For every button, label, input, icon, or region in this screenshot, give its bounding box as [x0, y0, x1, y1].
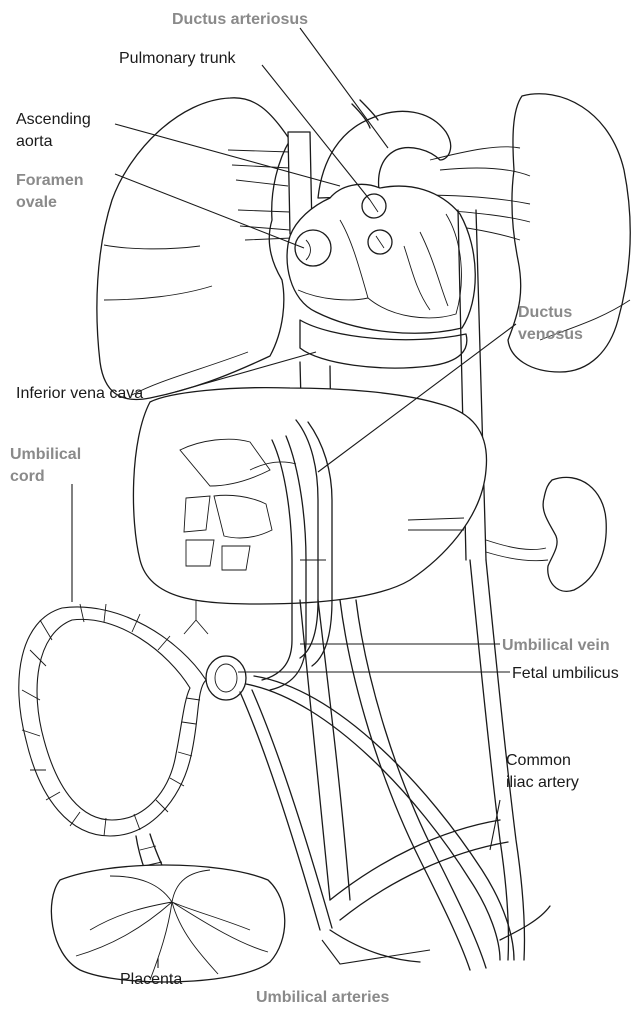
label-ductus-arteriosus: Ductus arteriosus — [172, 11, 308, 28]
label-ductus-venosus-line1: Ductus — [518, 304, 572, 321]
left-lung — [97, 98, 290, 400]
label-umbilical-cord-line2: cord — [10, 468, 45, 485]
foramen-ovale — [295, 230, 331, 266]
label-placenta: Placenta — [120, 971, 182, 988]
label-ascending-aorta-line1: Ascending — [16, 111, 91, 128]
label-fetal-umbilicus: Fetal umbilicus — [512, 665, 619, 682]
kidney — [543, 477, 606, 591]
leader-ductus-arteriosus — [300, 28, 388, 148]
label-umbilical-arteries: Umbilical arteries — [256, 989, 390, 1006]
label-foramen-ovale-line1: Foramen — [16, 172, 84, 189]
label-pulmonary-trunk: Pulmonary trunk — [119, 50, 236, 67]
label-ascending-aorta-line2: aorta — [16, 133, 53, 150]
leader-umbilical-arteries — [322, 940, 430, 964]
label-inferior-vena-cava: Inferior vena cava — [16, 385, 143, 402]
common-iliac-left — [340, 600, 486, 970]
label-umbilical-vein: Umbilical vein — [502, 637, 610, 654]
label-common-iliac-line1: Common — [506, 752, 571, 769]
label-foramen-ovale-line2: ovale — [16, 194, 57, 211]
label-ductus-venosus-line2: venosus — [518, 326, 583, 343]
liver — [133, 388, 486, 604]
label-common-iliac-line2: iliac artery — [506, 774, 579, 791]
label-umbilical-cord-line1: Umbilical — [10, 446, 81, 463]
anatomy-illustration — [19, 94, 630, 982]
